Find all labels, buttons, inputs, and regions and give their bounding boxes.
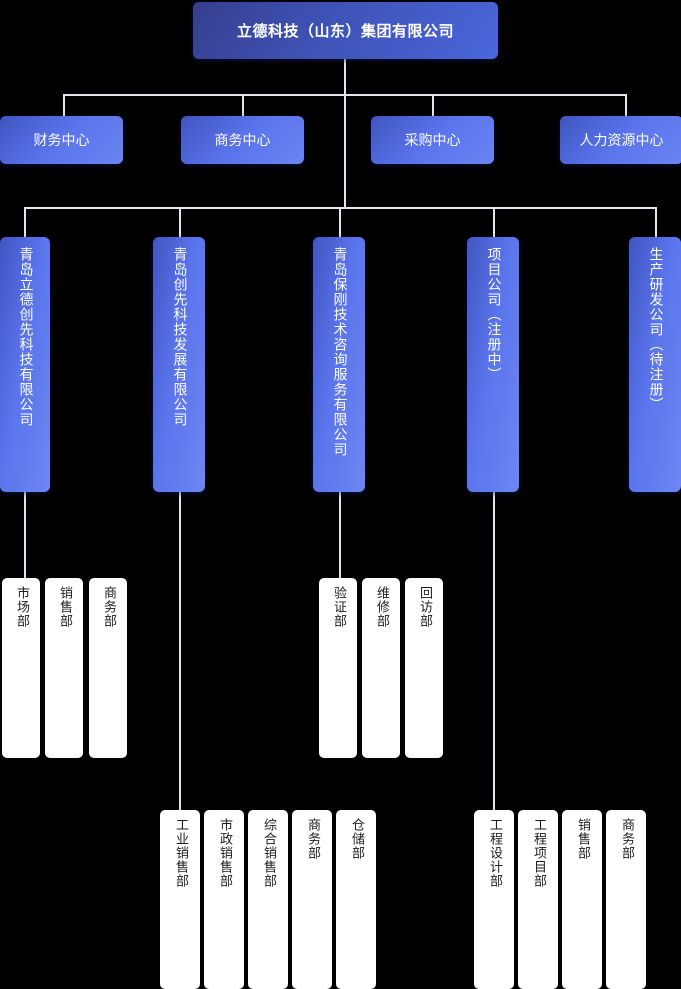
connector-center-drop-2 — [242, 95, 244, 117]
org-node-department-sales-lide[interactable]: 销售部 — [45, 578, 83, 758]
connector-subsidiary-drop-1 — [24, 208, 26, 237]
org-node-subsidiary-chuangxian-fazhan-label: 青岛创先科技发展有限公司 — [171, 247, 188, 427]
org-node-department-general-sales-label: 综合销售部 — [261, 818, 277, 888]
org-node-department-maintenance[interactable]: 维修部 — [362, 578, 400, 758]
connector-root-trunk — [344, 59, 346, 208]
org-node-center-business-label: 商务中心 — [214, 133, 271, 149]
org-node-subsidiary-rnd-company-label: 生产研发公司（待注册） — [647, 247, 664, 412]
org-node-department-business-lide-label: 商务部 — [101, 586, 117, 628]
org-node-department-engineering-design[interactable]: 工程设计部 — [474, 810, 514, 989]
org-node-department-maintenance-label: 维修部 — [374, 586, 390, 628]
org-node-center-business[interactable]: 商务中心 — [181, 116, 304, 164]
connector-center-drop-3 — [432, 95, 434, 117]
org-node-center-finance-label: 财务中心 — [33, 133, 90, 149]
org-node-department-engineering-project-label: 工程项目部 — [531, 818, 547, 888]
org-node-department-followup-label: 回访部 — [417, 586, 433, 628]
org-node-department-sales-xiangmu-label: 销售部 — [575, 818, 591, 860]
org-node-root[interactable]: 立德科技（山东）集团有限公司 — [193, 2, 498, 59]
connector-subsidiary-drop-5 — [655, 208, 657, 237]
connector-baogang-departments — [339, 492, 341, 578]
connector-subsidiary-drop-3 — [339, 208, 341, 237]
org-node-center-procurement-label: 采购中心 — [404, 133, 461, 149]
org-node-department-municipal-sales[interactable]: 市政销售部 — [204, 810, 244, 989]
org-node-subsidiary-rnd-company[interactable]: 生产研发公司（待注册） — [629, 237, 681, 492]
org-node-root-label: 立德科技（山东）集团有限公司 — [236, 22, 454, 40]
connector-lide-chuangxian-departments — [24, 492, 26, 578]
org-node-center-hr-label: 人力资源中心 — [579, 133, 664, 149]
org-node-department-verification-label: 验证部 — [331, 586, 347, 628]
org-node-department-business-xiangmu-label: 商务部 — [619, 818, 635, 860]
org-node-department-business-fazhan-label: 商务部 — [305, 818, 321, 860]
org-node-department-business-fazhan[interactable]: 商务部 — [292, 810, 332, 989]
org-node-center-finance[interactable]: 财务中心 — [0, 116, 123, 164]
connector-center-drop-1 — [63, 95, 65, 117]
org-node-department-followup[interactable]: 回访部 — [405, 578, 443, 758]
org-node-department-industrial-sales[interactable]: 工业销售部 — [160, 810, 200, 989]
org-node-subsidiary-lide-chuangxian-label: 青岛立德创先科技有限公司 — [17, 247, 34, 427]
org-node-department-sales-xiangmu[interactable]: 销售部 — [562, 810, 602, 989]
org-node-department-general-sales[interactable]: 综合销售部 — [248, 810, 288, 989]
org-node-subsidiary-baogang-label: 青岛保刚技术咨询服务有限公司 — [331, 247, 348, 457]
org-node-department-business-xiangmu[interactable]: 商务部 — [606, 810, 646, 989]
org-node-department-engineering-design-label: 工程设计部 — [487, 818, 503, 888]
org-node-department-market-label: 市场部 — [14, 586, 30, 628]
connector-centers-bus — [63, 94, 627, 96]
org-node-department-market[interactable]: 市场部 — [2, 578, 40, 758]
org-node-subsidiary-project-company-label: 项目公司（注册中） — [485, 247, 502, 382]
org-node-center-procurement[interactable]: 采购中心 — [371, 116, 494, 164]
org-node-department-business-lide[interactable]: 商务部 — [89, 578, 127, 758]
org-node-department-municipal-sales-label: 市政销售部 — [217, 818, 233, 888]
connector-chuangxian-fazhan-departments — [179, 492, 181, 810]
org-node-center-hr[interactable]: 人力资源中心 — [560, 116, 681, 164]
org-node-department-verification[interactable]: 验证部 — [319, 578, 357, 758]
org-node-department-warehouse[interactable]: 仓储部 — [336, 810, 376, 989]
org-node-subsidiary-lide-chuangxian[interactable]: 青岛立德创先科技有限公司 — [0, 237, 50, 492]
org-node-department-warehouse-label: 仓储部 — [349, 818, 365, 860]
connector-project-company-departments — [493, 492, 495, 810]
org-node-subsidiary-baogang[interactable]: 青岛保刚技术咨询服务有限公司 — [313, 237, 365, 492]
connector-subsidiary-drop-4 — [493, 208, 495, 237]
org-node-subsidiary-chuangxian-fazhan[interactable]: 青岛创先科技发展有限公司 — [153, 237, 205, 492]
connector-center-drop-4 — [625, 95, 627, 117]
org-node-department-engineering-project[interactable]: 工程项目部 — [518, 810, 558, 989]
org-node-subsidiary-project-company[interactable]: 项目公司（注册中） — [467, 237, 519, 492]
org-node-department-sales-lide-label: 销售部 — [57, 586, 73, 628]
org-node-department-industrial-sales-label: 工业销售部 — [173, 818, 189, 888]
connector-subsidiary-drop-2 — [179, 208, 181, 237]
